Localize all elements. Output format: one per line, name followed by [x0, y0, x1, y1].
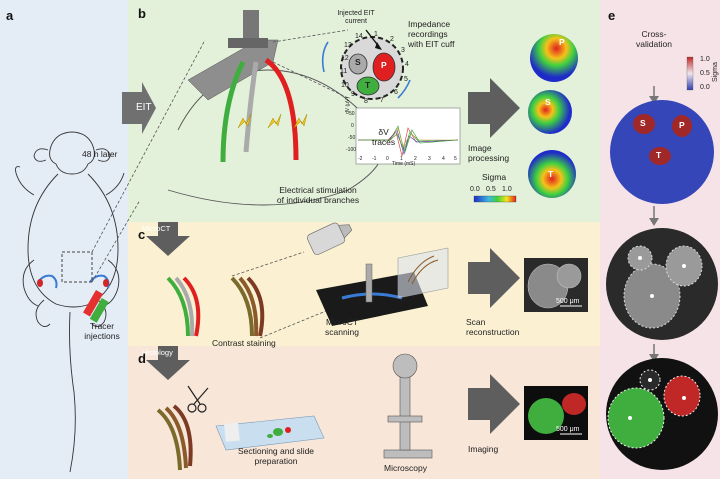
impedance-recordings-label: Impedance recordings with EIT cuff: [408, 19, 455, 49]
panel-letter-c: c: [138, 227, 146, 242]
sigma-tick: 1.0: [502, 186, 512, 193]
validation-s-label: S: [640, 118, 646, 128]
microct-scale-bar-label: 500 μm: [556, 298, 580, 305]
microct-illustration: [146, 222, 588, 339]
electrode-number: 4: [405, 61, 409, 68]
histology-scale-bar-label: 500 μm: [556, 426, 580, 433]
panel-letter-b: b: [138, 6, 146, 21]
sigma-title: Sigma: [482, 172, 507, 182]
dv-traces-label: δV traces: [372, 127, 396, 147]
eit-arrow-label: EIT: [136, 102, 152, 113]
histology-arrow-label: Histology: [142, 348, 173, 357]
image-processing-label: Image processing: [468, 143, 510, 163]
electrode-number: 7: [380, 97, 384, 104]
panel-letter-a: a: [6, 8, 14, 23]
trace-x-tick: 1: [400, 156, 403, 162]
electrode-number: 8: [364, 98, 368, 105]
microct-scanning-label: MicroCT scanning: [324, 317, 360, 337]
imaging-label: Imaging: [468, 444, 499, 454]
rat-illustration: [15, 39, 206, 473]
electrode-number: 13: [344, 42, 352, 49]
trace-y-tick: 50: [349, 111, 355, 117]
eit-illustration: [122, 10, 578, 206]
sigma-tick: 0.0: [470, 186, 480, 193]
trace-y-tick: -50: [348, 135, 356, 141]
electrode-number: 10: [341, 82, 349, 89]
tracer-injections-label: Tracer injections: [84, 321, 120, 341]
fascicle-p-label: P: [381, 60, 387, 70]
fascicle-s-label: S: [355, 57, 361, 67]
trace-x-tick: 0: [386, 156, 389, 162]
trace-x-tick: -1: [372, 156, 377, 162]
validation-t-label: T: [656, 150, 662, 160]
panel-a-background: [0, 0, 128, 479]
sigma-vertical-tick: 0.5: [700, 70, 710, 77]
hotspot-p-label: P: [559, 37, 565, 47]
sigma-vertical-tick: 0.0: [700, 84, 710, 91]
trace-x-tick: 5: [454, 156, 457, 162]
validation-p-label: P: [679, 120, 685, 130]
trace-y-tick: 0: [351, 123, 354, 129]
histology-illustration: [146, 346, 588, 471]
trace-x-tick: 2: [414, 156, 417, 162]
panel-d-background: [128, 346, 600, 479]
sigma-tick: 0.5: [486, 186, 496, 193]
sectioning-label: Sectioning and slide preparation: [237, 446, 315, 466]
fascicle-t-label: T: [365, 80, 371, 90]
electrode-number: 9: [351, 91, 355, 98]
hotspot-s-label: S: [545, 97, 551, 107]
cross-validation-illustration: [606, 56, 718, 470]
trace-x-axis-label: Time (mS): [392, 161, 416, 167]
microct-arrow-label: MicroCT: [142, 224, 171, 233]
panel-letter-d: d: [138, 351, 146, 366]
trace-x-tick: 3: [428, 156, 431, 162]
electrode-number: 11: [340, 68, 348, 75]
panel-letter-e: e: [608, 8, 616, 23]
scan-reconstruction-label: Scan reconstruction: [466, 317, 520, 337]
contrast-staining-label: Contrast staining: [212, 338, 276, 348]
sigma-vertical-label: Sigma: [712, 62, 719, 82]
electrode-number: 1: [374, 31, 378, 38]
cross-validation-title: Cross- validation: [636, 29, 672, 49]
time-label: 48 h later: [82, 149, 118, 159]
electrode-number: 5: [404, 76, 408, 83]
injected-current-label: Injected EIT current: [337, 10, 375, 26]
electrode-number: 14: [355, 33, 363, 40]
trace-y-tick: -100: [346, 147, 357, 153]
electrical-stimulation-label: Electrical stimulation of individual bra…: [276, 185, 360, 205]
trace-x-tick: 4: [442, 156, 445, 162]
electrode-number: 3: [401, 47, 405, 54]
electrode-number: 12: [341, 55, 349, 62]
electrode-number: 2: [390, 36, 394, 43]
hotspot-t-label: T: [548, 169, 554, 179]
microscopy-label: Microscopy: [384, 463, 427, 473]
sigma-vertical-tick: 1.0: [700, 56, 710, 63]
trace-x-tick: -2: [358, 156, 363, 162]
electrode-number: 6: [394, 89, 398, 96]
